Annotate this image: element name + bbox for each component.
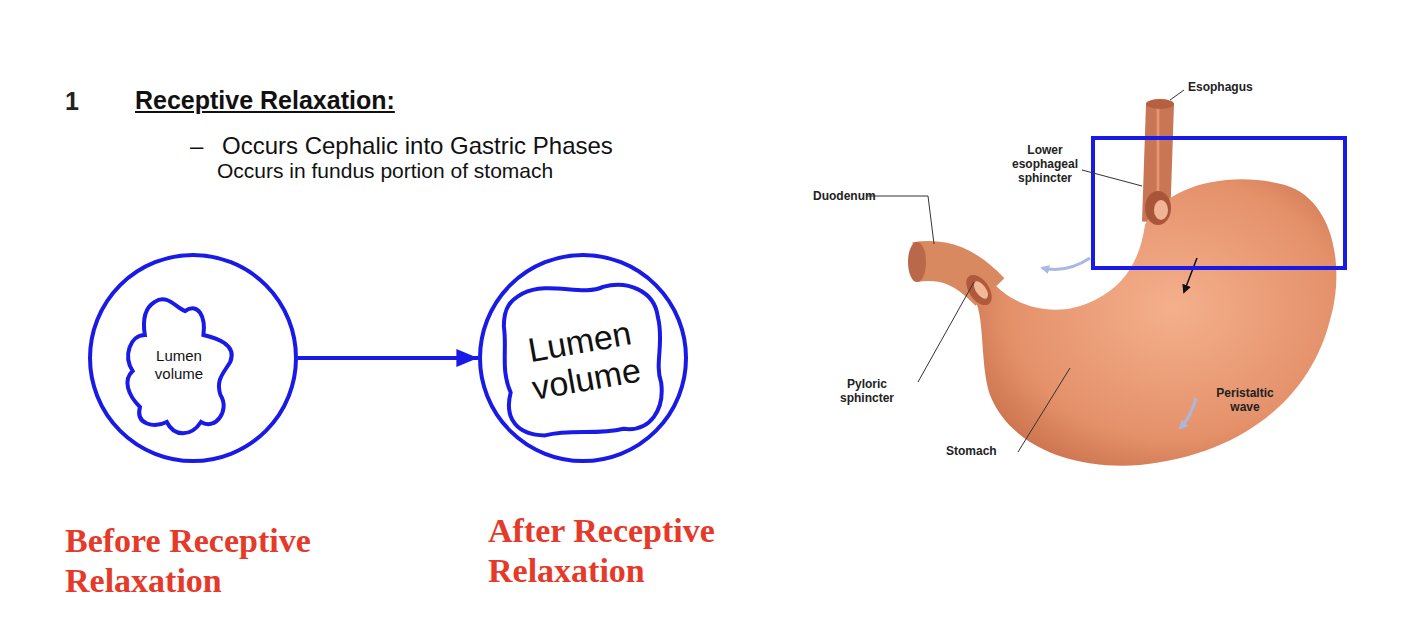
duodenum-end	[908, 242, 926, 282]
part-name: Esophagus	[1188, 80, 1253, 94]
state-caption: After Receptive Relaxation	[488, 511, 773, 591]
lumen-shape	[127, 299, 231, 433]
bullet-dash: –	[190, 131, 203, 160]
transition-arrow	[298, 356, 478, 360]
part-name: Stomach	[946, 444, 997, 458]
leader-line	[1170, 90, 1184, 100]
state-caption: Before Receptive Relaxation	[65, 521, 365, 601]
lumen-blob: Lumen volume	[497, 277, 668, 442]
fundus-highlight-box	[1093, 138, 1345, 268]
after-circle: After Receptive RelaxationLumen volume	[478, 253, 688, 463]
sphincter-opening	[1154, 200, 1168, 220]
movement-arrow	[1042, 258, 1090, 270]
peristaltic-arrow	[1180, 398, 1196, 428]
leader-line	[918, 282, 974, 382]
note-text: Occurs in fundus portion of stomach	[217, 158, 553, 183]
circle-shape	[90, 255, 296, 461]
lumen-blob: Lumen volume	[118, 290, 240, 440]
leader-line	[866, 196, 934, 244]
flow-arrow	[1184, 258, 1197, 292]
part-name: Duodenum	[813, 189, 876, 203]
pyloric-sphincter-cutaway	[961, 270, 997, 309]
lumen-label: Lumen volume	[144, 347, 214, 383]
part-name: Pyloric sphincter	[836, 377, 898, 405]
leader-line	[1082, 170, 1142, 186]
stomach-body	[975, 179, 1336, 465]
section-title: Receptive Relaxation:	[135, 86, 395, 115]
part-name: Peristaltic wave	[1212, 386, 1278, 414]
leader-line	[1018, 368, 1070, 452]
before-circle: Before Receptive RelaxationLumen volume	[88, 253, 298, 463]
esophagus-opening	[1146, 99, 1174, 109]
section-number: 1	[65, 86, 79, 116]
bullet-text: Occurs Cephalic into Gastric Phases	[222, 131, 613, 160]
lower-esophageal-sphincter-cutaway	[1145, 191, 1171, 225]
part-name: Lower esophageal sphincter	[1008, 143, 1082, 185]
circle-shape	[480, 255, 686, 461]
